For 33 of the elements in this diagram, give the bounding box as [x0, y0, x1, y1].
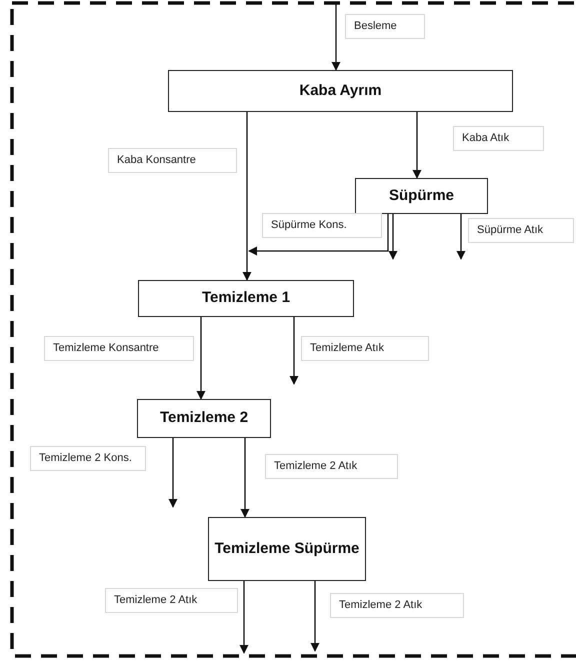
flow-arrow: [289, 317, 299, 385]
process-box: [137, 399, 271, 438]
stream-label: Temizleme 2 Atık: [265, 454, 398, 480]
stream-label: Kaba Konsantre: [108, 148, 237, 174]
flow-arrow: [388, 214, 398, 260]
flow-arrow: [310, 581, 320, 652]
process-name: Süpürme: [388, 186, 454, 206]
stream-label: Temizleme 2 Atık: [105, 588, 238, 614]
process-box: [355, 178, 488, 214]
stream-label: Süpürme Atık: [468, 218, 574, 244]
flow-arrow: [242, 112, 252, 281]
stream-label: Temizleme 2 Kons.: [30, 446, 146, 472]
stream-label: Kaba Atık: [453, 126, 544, 152]
stream-label: Temizleme 2 Atık: [330, 593, 464, 618]
stream-label: Temizleme Konsantre: [44, 336, 194, 362]
stream-label: Süpürme Kons.: [262, 213, 382, 238]
process-box: [208, 517, 366, 581]
process-name: Temizleme 2: [160, 408, 248, 428]
flow-arrow: [248, 214, 389, 256]
flow-arrow: [168, 438, 178, 508]
process-box: [168, 70, 513, 112]
process-name: Temizleme 1: [202, 288, 290, 308]
stream-label: Besleme: [345, 14, 425, 40]
flow-arrow: [456, 214, 466, 260]
flow-arrow: [196, 317, 206, 400]
process-name: Kaba Ayrım: [299, 80, 382, 101]
flow-arrow: [331, 4, 341, 71]
stream-label: Temizleme Atık: [301, 336, 429, 362]
flow-arrow: [412, 112, 422, 179]
process-name: Temizleme Süpürme: [214, 538, 360, 559]
process-box: [138, 280, 354, 317]
flow-arrow: [239, 581, 249, 654]
flow-arrow: [240, 438, 250, 518]
